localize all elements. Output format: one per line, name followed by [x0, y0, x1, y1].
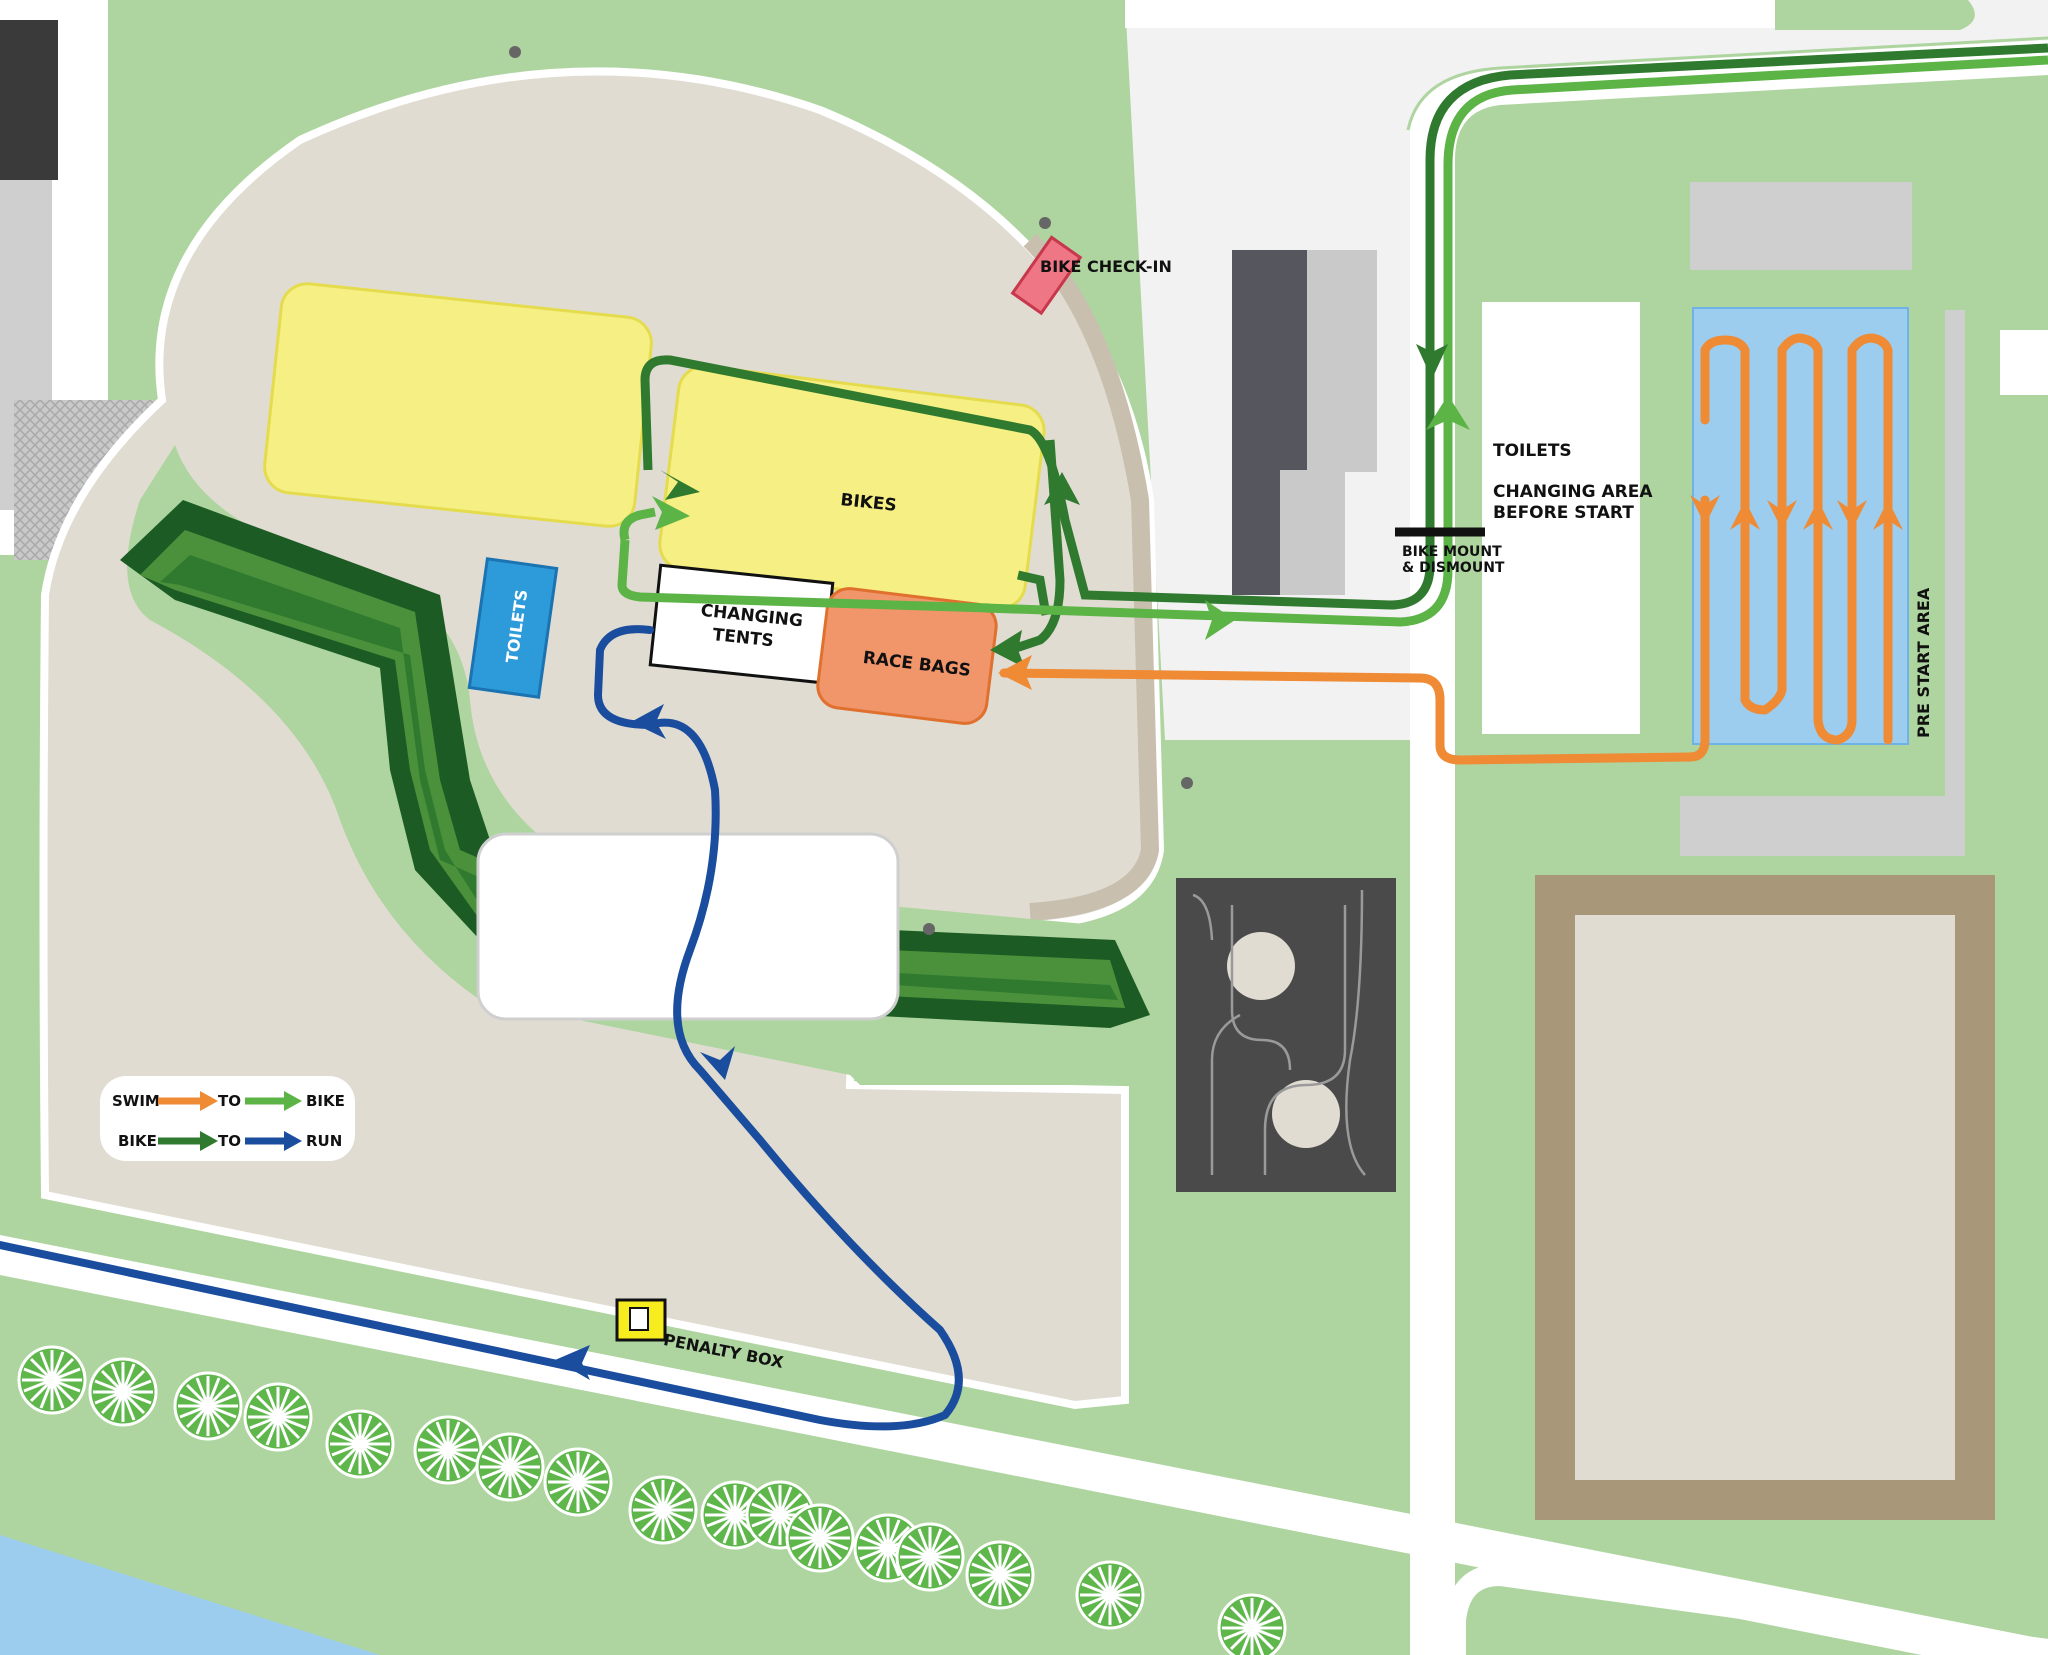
- transition-sand-area: [39, 67, 1165, 1410]
- changing-area-label-2: BEFORE START: [1493, 503, 1634, 523]
- hedge-band-mid: [140, 530, 1125, 1008]
- bike-mount-label-1: BIKE MOUNT: [1402, 544, 1502, 560]
- arrow-icon: [1730, 500, 1760, 530]
- central-building-light-2: [1280, 470, 1345, 595]
- arrow-icon: [1044, 472, 1080, 505]
- arrow-icon: [1690, 495, 1720, 525]
- tree-icon: [1217, 1593, 1287, 1655]
- changing-area-before-start: [1482, 302, 1640, 734]
- lamp-post-icon: [923, 923, 935, 935]
- legend-row2-from: BIKE: [118, 1132, 157, 1150]
- tree-icon: [17, 1345, 87, 1415]
- arrow-icon: [652, 496, 690, 530]
- legend-row1-to-word: TO: [218, 1092, 241, 1110]
- canal: [0, 1535, 380, 1655]
- tree-icon: [543, 1447, 613, 1517]
- tree-icon: [628, 1475, 698, 1545]
- race-bags-box: [816, 587, 998, 725]
- arrow-icon: [1873, 500, 1903, 530]
- route-legend: SWIM TO BIKE BIKE TO RUN: [100, 1076, 355, 1161]
- tree-icon: [173, 1371, 243, 1441]
- pre-start-wall-horizontal: [1680, 796, 1965, 856]
- inner-shadow-edge: [1023, 233, 1160, 921]
- arrow-icon: [660, 470, 700, 500]
- tree-icon: [1075, 1560, 1145, 1630]
- bike-checkin-label: BIKE CHECK-IN: [1040, 257, 1172, 276]
- changing-area-label-1: CHANGING AREA: [1493, 482, 1653, 502]
- bike-mount-label-2: & DISMOUNT: [1402, 560, 1505, 576]
- toilets-right-label: TOILETS: [1493, 441, 1572, 461]
- parking-lane-lines: [1192, 889, 1366, 1176]
- large-tent: [476, 832, 900, 1021]
- tree-icon: [243, 1382, 313, 1452]
- lamp-post-icon: [509, 46, 521, 58]
- south-east-road: [1444, 1563, 2048, 1655]
- arrow-icon: [998, 655, 1032, 690]
- arrow-icon: [1416, 344, 1448, 379]
- lamp-post-icon: [1181, 777, 1193, 789]
- north-plaza: [1125, 0, 2048, 740]
- pre-start-pool: [1692, 307, 1909, 745]
- south-grass-verge: [0, 1275, 2048, 1655]
- swim-route: [999, 333, 1893, 765]
- tree-icon: [895, 1522, 965, 1592]
- arrow-icon: [1837, 500, 1867, 530]
- far-right-block: [2000, 330, 2048, 395]
- arrow-icon: [1205, 600, 1235, 640]
- arrow-icon: [631, 704, 666, 739]
- legend-row1-from: SWIM: [112, 1092, 160, 1110]
- bike-in-arrow-stub: [1017, 570, 1051, 616]
- bike-in-route: [640, 43, 2048, 610]
- hedge-band-light: [160, 555, 1118, 1000]
- legend-row1-to: BIKE: [306, 1092, 345, 1110]
- run-route: [0, 625, 963, 1431]
- toilets-left-box: [467, 557, 559, 699]
- tree-icon: [475, 1432, 545, 1502]
- arrow-icon: [990, 630, 1025, 668]
- roundabout-top: [1227, 932, 1295, 1000]
- tree-icon: [965, 1540, 1035, 1610]
- tree-icon: [785, 1503, 855, 1573]
- bike-checkin-box: [1010, 235, 1083, 316]
- tree-icon: [88, 1357, 158, 1427]
- penalty-card-icon: [629, 1307, 649, 1331]
- tree-icon: [325, 1409, 395, 1479]
- legend-row2-to: RUN: [306, 1132, 342, 1150]
- arrow-icon: [1767, 500, 1797, 530]
- east-road-edge: [1406, 36, 2048, 131]
- arrow-icon: [555, 1345, 590, 1380]
- legend-row2-to-word: TO: [218, 1132, 241, 1150]
- west-building-dark: [0, 20, 58, 180]
- arrow-icon: [1426, 395, 1470, 430]
- central-building-light: [1307, 250, 1377, 472]
- roundabout-bottom: [1272, 1080, 1340, 1148]
- tree-icon: [413, 1415, 483, 1485]
- pre-start-area-label: PRE START AREA: [1914, 587, 1933, 738]
- parking-lot: [1176, 878, 1396, 1192]
- arrow-icon: [1803, 500, 1833, 530]
- top-right-building: [1690, 182, 1912, 270]
- bike-in-route-2: [1008, 439, 1065, 655]
- lamp-post-icon: [1039, 217, 1051, 229]
- sports-field: [1535, 875, 1995, 1520]
- bike-out-route: [617, 55, 2048, 627]
- north-building-light: [1125, 0, 1775, 28]
- bike-rack-zone-1: [263, 282, 653, 528]
- pre-start-wall-vertical: [1945, 310, 1965, 856]
- arrow-icon: [700, 1046, 735, 1080]
